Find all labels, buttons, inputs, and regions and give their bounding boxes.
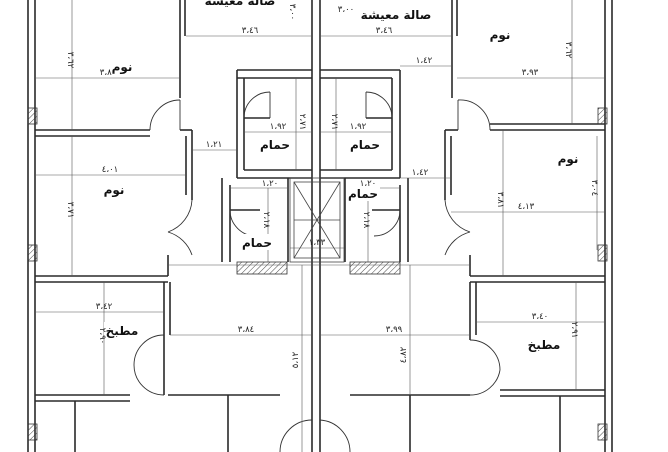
dim-bath-left-width: ١،٩٢: [270, 122, 287, 132]
dim-top-left-width: ٣،٤٦: [242, 26, 259, 36]
dim-bedroom-mr-height-2: ٣،٠٤: [589, 180, 599, 196]
dim-corridor-left: ١،٢١: [206, 140, 222, 150]
dim-bedroom-ml-width: ٤،٠١: [102, 165, 118, 175]
room-labels: صالة معيشة صالة معيشة نوم نوم نوم نوم حم…: [100, 0, 582, 352]
dim-bedroom-tl-width: ٣،٨٠: [100, 68, 116, 78]
dim-kitchen-right-height: ٢،٩١: [569, 322, 579, 338]
dim-bath-left-height: ٢،٧١: [297, 114, 307, 130]
dim-corridor-right-2: ١،٤٢: [412, 168, 429, 178]
dim-hall-right: ٣،٩٩: [386, 325, 403, 335]
dim-kitchen-right-width: ٣،٤٠: [532, 312, 548, 322]
dim-bath-right-width: ١،٩٢: [350, 122, 367, 132]
room-label-bedroom-top-right: نوم: [490, 28, 511, 43]
room-label-living-right: صالة معيشة: [361, 8, 432, 22]
stair-shaft: [289, 177, 345, 263]
room-label-bedroom-mid-right: نوم: [558, 152, 579, 167]
dim-small-bath-left-width: ١،٢٠: [262, 179, 278, 189]
dim-hall-vertical-right: ٤،٨٢: [399, 346, 409, 363]
dim-corridor-right: ١،٤٢: [416, 56, 433, 66]
dim-bedroom-ml-height: ٣،٧١: [65, 202, 75, 218]
dim-kitchen-left-width: ٣،٤٢: [96, 302, 113, 312]
room-label-bath-small-right: حمام: [348, 187, 378, 202]
dim-bedroom-tr-height: ٣،٦٢: [563, 42, 573, 59]
dim-hall-left: ٣،٨٤: [238, 325, 254, 335]
dim-bedroom-mr-height: ٣،٨١: [495, 192, 505, 208]
dim-hall-vertical-left: ٥،١٢: [291, 351, 301, 368]
dim-bedroom-mr-width: ٤،١٣: [518, 202, 535, 212]
room-label-kitchen-right: مطبخ: [528, 338, 561, 352]
dimension-lines: [35, 0, 605, 452]
dim-kitchen-left-height: ٢،٩٠: [97, 328, 107, 344]
room-label-kitchen-left: مطبخ: [106, 324, 139, 338]
dim-bath-right-height: ٢،٧١: [329, 114, 339, 130]
dim-top-right-width: ٣،٤٦: [376, 26, 393, 36]
dim-top-right-v: ٣،٠٠: [338, 5, 354, 15]
dim-stair-width: ١،٣٣: [309, 238, 326, 248]
room-label-living-left: صالة معيشة: [205, 0, 276, 8]
dim-small-bath-right-width: ١،٢٠: [360, 179, 376, 189]
dim-bedroom-tr-width: ٣،٩٣: [522, 68, 539, 78]
dim-small-bath-left-height: ٢،١٨: [261, 212, 271, 229]
dim-small-bath-right-height: ٢،١٨: [361, 212, 371, 229]
room-label-bedroom-mid-left: نوم: [104, 183, 125, 198]
dimension-labels: ٣،٤٦ ٣،٤٦ ٣،٠٠ ٣،٠٠ ٣،٨٠ ٣،٦٢ ٣،٩٣ ٣،٦٢ …: [65, 4, 599, 368]
room-label-bath-small-left: حمام: [242, 236, 272, 251]
door-swings: [133, 91, 501, 452]
dim-bedroom-tl-height: ٣،٦٢: [65, 52, 75, 69]
walls: [27, 0, 613, 452]
room-label-bath-left: حمام: [260, 138, 290, 153]
room-label-bath-right: حمام: [350, 138, 380, 153]
dim-top-left-v: ٣،٠٠: [287, 4, 297, 20]
room-label-bedroom-top-left: نوم: [112, 60, 133, 75]
